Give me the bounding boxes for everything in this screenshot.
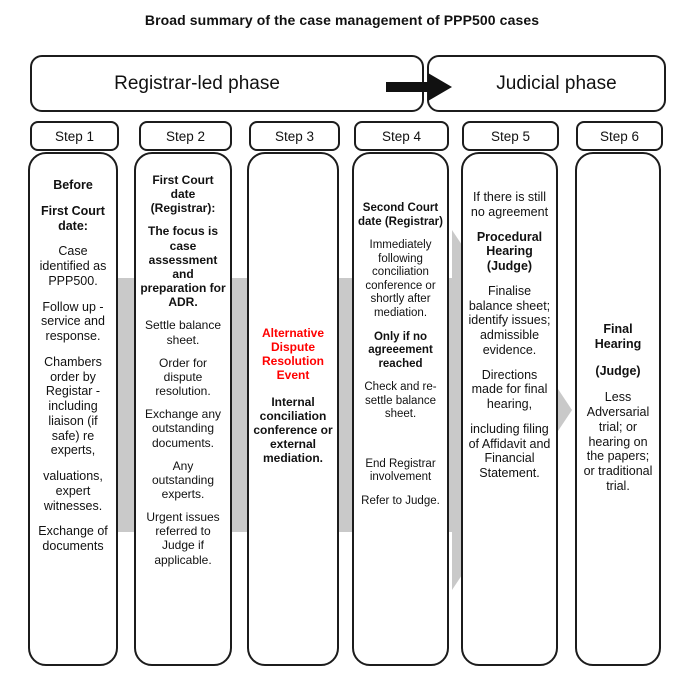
step-2-label: Step 2: [165, 128, 206, 144]
phase-box-registrar: Registrar-led phase: [30, 55, 424, 112]
step-4-column: Second Court date (Registrar) Immediately…: [352, 152, 449, 666]
step-paragraph: Second Court date (Registrar): [358, 202, 443, 228]
step-paragraph: If there is still no agreement: [470, 190, 549, 219]
step-paragraph: Any outstanding experts.: [151, 458, 215, 501]
step-6-column: Final Hearing (Judge) Less Adversarial tri…: [575, 152, 661, 666]
step-4-label: Step 4: [381, 128, 422, 144]
step-4-header: Step 4: [354, 121, 449, 151]
phase-judicial-label: Judicial phase: [496, 72, 617, 94]
step-3-header: Step 3: [249, 121, 340, 151]
step-paragraph: Alternative Dispute Resolution Event: [261, 326, 325, 383]
step-1-label: Step 1: [54, 128, 95, 144]
step-paragraph: Immediately following conciliation confe…: [365, 239, 436, 319]
phase-registrar-label: Registrar-led phase: [114, 72, 280, 94]
step-paragraph: Finalise balance sheet; identify issues;…: [468, 283, 551, 357]
step-4-content: Second Court date (Registrar) Immediately…: [354, 154, 447, 509]
step-2-header: Step 2: [139, 121, 232, 151]
step-6-content: Final Hearing (Judge) Less Adversarial tri…: [577, 154, 659, 494]
page-title: Broad summary of the case management of …: [144, 12, 540, 28]
step-paragraph: The focus is case assessment and prepara…: [140, 224, 226, 310]
step-paragraph: First Court date:: [41, 203, 105, 233]
step-paragraph: First Court date (Registrar):: [150, 173, 216, 216]
step-5-label: Step 5: [490, 128, 531, 144]
step-paragraph: Exchange any outstanding documents.: [144, 407, 222, 450]
phase-box-judicial: Judicial phase: [427, 55, 666, 112]
step-paragraph: Final Hearing: [594, 322, 642, 351]
step-paragraph: Case identified as PPP500.: [39, 244, 107, 288]
step-paragraph: Exchange of documents: [38, 524, 108, 553]
step-3-label: Step 3: [274, 128, 315, 144]
step-paragraph: Less Adversarial trial; or hearing on th…: [583, 390, 653, 493]
phase-arrow-icon: [386, 73, 452, 101]
step-paragraph: including filing of Affidavit and Financ…: [468, 421, 551, 480]
step-2-column: First Court date (Registrar): The focus i…: [134, 152, 232, 666]
step-paragraph: (Judge): [595, 363, 641, 378]
step-paragraph: Internal conciliation conference or exte…: [253, 394, 333, 466]
step-paragraph: End Registrar involvement: [365, 457, 436, 484]
step-paragraph: Refer to Judge.: [361, 495, 440, 507]
step-paragraph: Order for dispute resolution.: [155, 355, 211, 399]
step-paragraph: Only if no agreeement reached: [368, 330, 433, 370]
step-2-content: First Court date (Registrar): The focus i…: [136, 154, 230, 567]
step-paragraph: Follow up - service and response.: [41, 299, 105, 344]
step-6-header: Step 6: [576, 121, 663, 151]
step-5-header: Step 5: [462, 121, 559, 151]
step-paragraph: valuations, expert witnesses.: [43, 469, 103, 513]
step-paragraph: Settle balance sheet.: [144, 318, 222, 347]
step-paragraph: Chambers order by Registar - including l…: [44, 354, 102, 458]
step-paragraph: Before: [53, 178, 93, 192]
step-paragraph: Urgent issues referred to Judge if appli…: [146, 510, 220, 567]
step-paragraph: Procedural Hearing (Judge): [476, 229, 543, 274]
step-paragraph: Check and re-settle balance sheet.: [364, 381, 437, 421]
step-6-label: Step 6: [599, 128, 640, 144]
step-paragraph: Directions made for final hearing,: [471, 367, 548, 412]
step-1-header: Step 1: [30, 121, 119, 151]
